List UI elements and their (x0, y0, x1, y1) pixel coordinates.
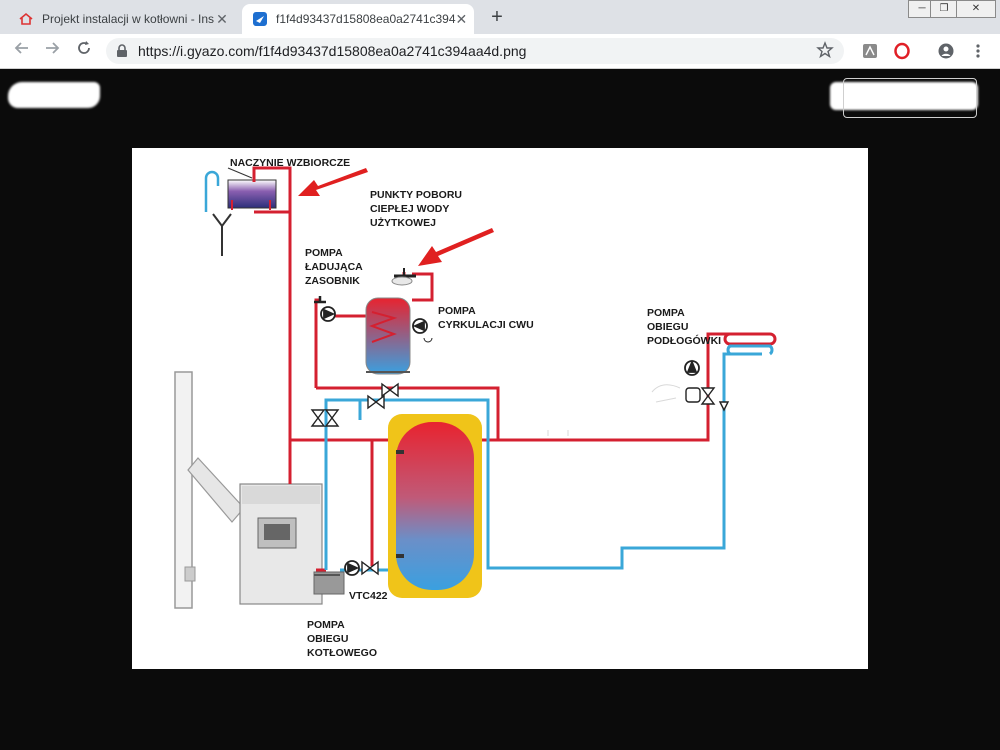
tab-title: f1f4d93437d15808ea0a2741c394 (276, 12, 456, 26)
tab-title: Projekt instalacji w kotłowni - Ins (42, 12, 215, 26)
address-bar[interactable]: https://i.gyazo.com/f1f4d93437d15808ea0a… (106, 38, 844, 64)
header-button-outline (843, 78, 977, 118)
label-line: PUNKTY POBORU (370, 189, 462, 201)
label-line: KOTŁOWEGO (307, 647, 377, 659)
label-tap-points: PUNKTY POBORU CIEPŁEJ WODY UŻYTKOWEJ (370, 188, 462, 230)
pdf-extension-icon[interactable] (862, 43, 878, 59)
close-tab-icon[interactable]: ✕ (216, 10, 228, 27)
label-line: UŻYTKOWEJ (370, 217, 436, 229)
label-boiler-pump: POMPA OBIEGU KOTŁOWEGO (307, 618, 377, 660)
restore-button[interactable]: ❐ (930, 0, 958, 18)
dhw-cylinder (365, 297, 411, 375)
label-line: POMPA (438, 305, 476, 317)
label-line: ŁADUJĄCA (305, 261, 363, 273)
bookmark-star-icon[interactable] (816, 41, 834, 59)
account-icon[interactable] (938, 43, 954, 59)
label-valve: VTC422 (349, 590, 388, 602)
back-arrow-icon (14, 42, 28, 54)
label-line: PODŁOGÓWKI (647, 335, 722, 347)
tab-strip: Projekt instalacji w kotłowni - Ins ✕ f1… (0, 0, 1000, 34)
redacted-header-text (830, 82, 978, 110)
pump-symbols (320, 306, 700, 576)
forward-button[interactable] (40, 40, 64, 62)
schematic-drawing (174, 166, 777, 609)
lock-icon (117, 44, 127, 57)
label-line: CIEPŁEJ WODY (370, 203, 450, 215)
back-button[interactable] (10, 40, 34, 62)
label-line: ZASOBNIK (305, 275, 360, 287)
callout-arrows (298, 168, 494, 266)
favicon-house-icon (19, 12, 33, 25)
url-text[interactable]: https://i.gyazo.com/f1f4d93437d15808ea0a… (138, 43, 527, 59)
label-circulation-pump: POMPA CYRKULACJI CWU (438, 304, 534, 332)
tab-projekt[interactable]: Projekt instalacji w kotłowni - Ins ✕ (8, 4, 240, 34)
label-loading-pump: POMPA ŁADUJĄCA ZASOBNIK (305, 246, 363, 288)
opera-extension-icon[interactable] (894, 42, 910, 60)
expansion-vessel (204, 167, 277, 256)
tap-symbol (314, 268, 433, 343)
label-line: POMPA (305, 247, 343, 259)
label-line: POMPA (307, 619, 345, 631)
gyazo-icon (253, 12, 267, 26)
label-expansion-vessel: NACZYNIE WZBIORCZE (230, 157, 351, 169)
label-line: CYRKULACJI CWU (438, 319, 534, 331)
menu-kebab-icon[interactable] (970, 43, 986, 59)
label-line: POMPA (647, 307, 685, 319)
label-line: OBIEGU (307, 633, 349, 645)
label-floor-pump: POMPA OBIEGU PODŁOGÓWKI (647, 306, 721, 348)
reload-icon (78, 41, 90, 54)
close-tab-icon[interactable]: ✕ (455, 10, 468, 27)
tab-gyazo[interactable]: f1f4d93437d15808ea0a2741c394 ✕ (242, 4, 474, 34)
chimney (174, 371, 245, 609)
close-window-button[interactable]: ✕ (956, 0, 996, 18)
boiler (239, 483, 345, 605)
label-line: OBIEGU (647, 321, 689, 333)
new-tab-button[interactable]: + (491, 6, 503, 28)
faint-sketch-marks (547, 384, 681, 436)
heating-diagram: NACZYNIE WZBIORCZE PUNKTY POBORU CIEPŁEJ… (132, 148, 868, 669)
redacted-logo (8, 82, 100, 108)
valve-symbols (310, 382, 730, 576)
buffer-tank (388, 414, 482, 598)
forward-arrow-icon (46, 42, 60, 54)
browser-toolbar: https://i.gyazo.com/f1f4d93437d15808ea0a… (0, 34, 1000, 69)
reload-button[interactable] (72, 40, 96, 62)
